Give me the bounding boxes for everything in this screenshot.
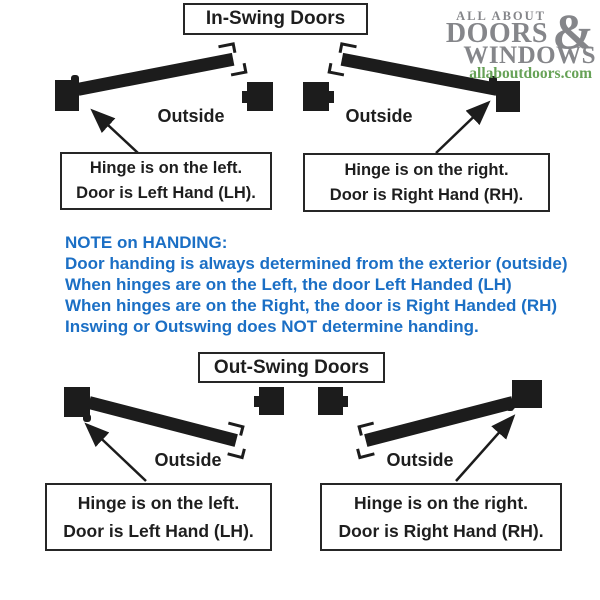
- outswing-left-door-icon: [87, 396, 246, 460]
- door-frame-bracket-icon: [227, 448, 246, 460]
- callout-line: Hinge is on the right.: [353, 493, 529, 513]
- outswing-diagram: [64, 380, 542, 482]
- logo-line-doors: DOORS: [445, 18, 548, 49]
- hinge-block-icon: [64, 387, 91, 422]
- note-line: Inswing or Outswing does NOT determine h…: [65, 317, 479, 336]
- door-frame-bracket-icon: [230, 62, 248, 77]
- door-frame-bracket-icon: [357, 421, 375, 436]
- callout-line: Door is Left Hand (LH).: [76, 184, 256, 202]
- note-block: NOTE on HANDING: Door handing is always …: [65, 232, 575, 337]
- callout-line: Door is Right Hand (RH).: [338, 521, 544, 541]
- note-title: NOTE on HANDING:: [65, 233, 228, 252]
- outside-label-inswing-left: Outside: [157, 106, 225, 126]
- door-jamb-icon: [318, 387, 348, 415]
- logo: ALL ABOUT DOORS & WINDOWS allaboutdoors.…: [440, 2, 600, 82]
- logo-line-windows: WINDOWS: [463, 42, 596, 69]
- door-jamb-icon: [254, 387, 284, 415]
- inswing-right-door-icon: [327, 42, 499, 96]
- callout-line: Hinge is on the right.: [344, 160, 509, 179]
- logo-site-url: allaboutdoors.com: [469, 65, 592, 82]
- note-line: Door handing is always determined from t…: [65, 254, 568, 273]
- arrow-icon: [84, 422, 147, 482]
- callout-line: Hinge is on the left.: [89, 159, 243, 177]
- hinge-block-icon: [489, 76, 520, 112]
- inswing-title: In-Swing Doors: [205, 8, 346, 29]
- outswing-right-callout-box: Hinge is on the right. Door is Right Han…: [320, 483, 562, 551]
- inswing-left-callout-box: Hinge is on the left. Door is Left Hand …: [60, 152, 272, 210]
- hinge-block-icon: [55, 75, 79, 111]
- outside-label-inswing-right: Outside: [345, 106, 413, 126]
- outside-label-outswing-right: Outside: [386, 450, 454, 470]
- callout-line: Door is Right Hand (RH).: [329, 185, 524, 204]
- inswing-diagram: [55, 42, 520, 154]
- door-jamb-icon: [242, 82, 273, 111]
- outswing-title: Out-Swing Doors: [213, 356, 370, 378]
- outswing-left-callout-box: Hinge is on the left. Door is Left Hand …: [45, 483, 272, 551]
- inswing-right-callout-box: Hinge is on the right. Door is Right Han…: [303, 153, 550, 212]
- door-frame-bracket-icon: [356, 448, 375, 460]
- outswing-right-door-icon: [356, 396, 515, 460]
- callout-line: Door is Left Hand (LH).: [63, 521, 254, 541]
- logo-line-all-about: ALL ABOUT: [456, 9, 546, 23]
- door-frame-bracket-icon: [338, 42, 357, 54]
- note-line: When hinges are on the Right, the door i…: [65, 296, 558, 315]
- inswing-title-box: In-Swing Doors: [183, 3, 368, 35]
- inswing-left-door-icon: [76, 42, 248, 96]
- callout-line: Hinge is on the left.: [77, 493, 240, 513]
- door-frame-bracket-icon: [218, 42, 237, 54]
- arrow-icon: [455, 414, 516, 482]
- outswing-title-box: Out-Swing Doors: [198, 352, 385, 383]
- outside-label-outswing-left: Outside: [154, 450, 222, 470]
- door-jamb-icon: [303, 82, 334, 111]
- door-frame-bracket-icon: [227, 421, 245, 436]
- ampersand-icon: &: [552, 3, 594, 59]
- note-line: When hinges are on the Left, the door Le…: [65, 275, 512, 294]
- hinge-block-icon: [506, 380, 542, 411]
- door-frame-bracket-icon: [327, 62, 345, 77]
- arrow-icon: [90, 108, 139, 154]
- arrow-icon: [435, 100, 491, 154]
